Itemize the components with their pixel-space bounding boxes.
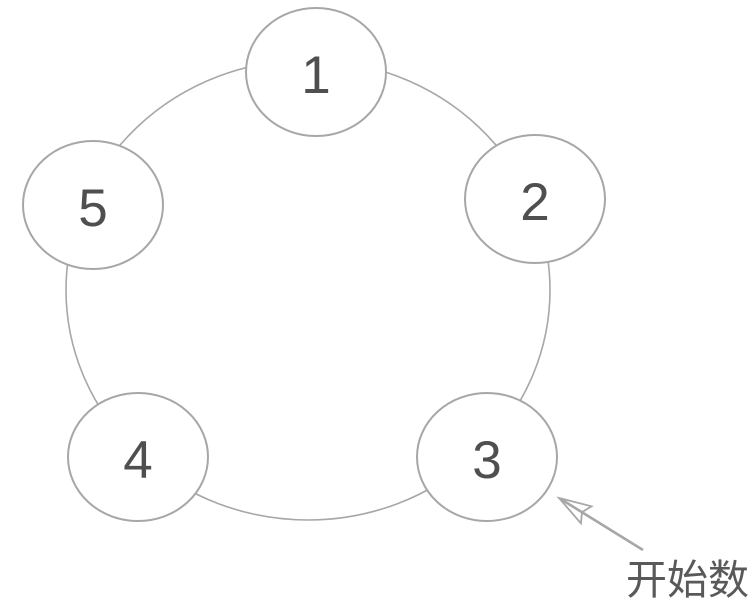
node-number-5: 5 (78, 179, 107, 238)
node-number-4: 4 (123, 431, 152, 490)
node-number-3: 3 (472, 431, 501, 490)
node-circle-2 (464, 134, 606, 264)
node-circle-5 (22, 140, 164, 270)
node-circle-4 (67, 392, 209, 522)
start-arrow-shaft (560, 498, 644, 552)
node-number-2: 2 (520, 173, 549, 232)
node-circle-3 (416, 392, 558, 522)
node-circle-1 (245, 7, 387, 137)
start-label: 开始数 (626, 556, 749, 603)
node-number-1: 1 (301, 46, 330, 105)
